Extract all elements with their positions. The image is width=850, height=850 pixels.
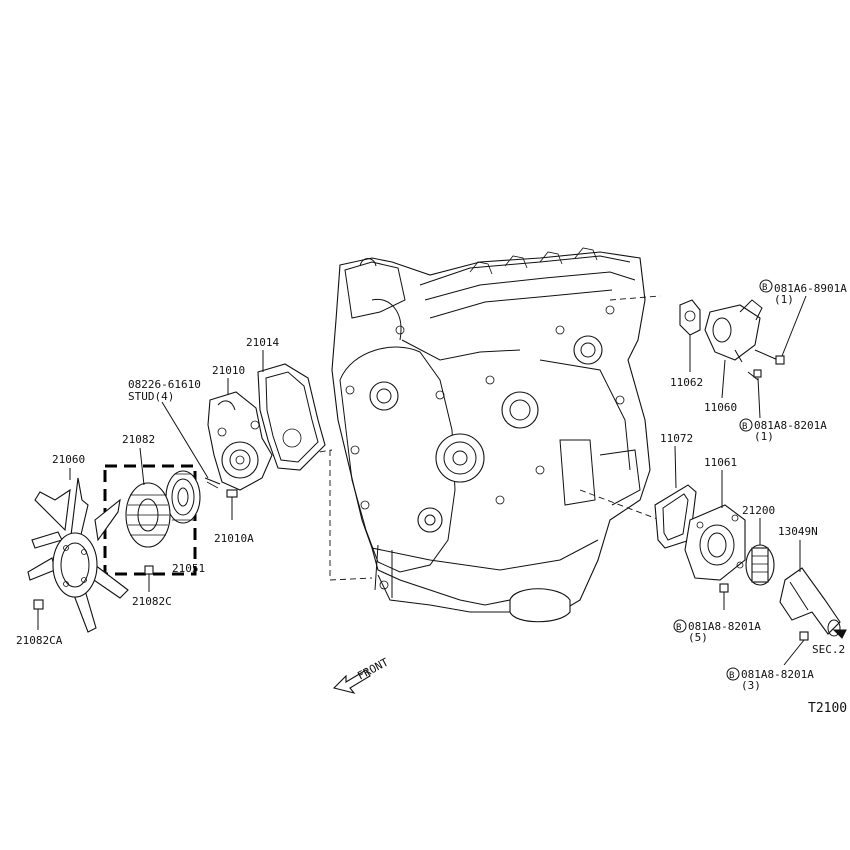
label-bolt-low-part: 081A8-8201A: [688, 620, 761, 633]
b-marker-bottom-letter: B: [729, 671, 734, 681]
b-marker-low: [673, 619, 687, 633]
thermostat-21200: [745, 544, 775, 586]
cooling-fan: [27, 477, 129, 633]
leader-bolt-top: [781, 295, 807, 357]
front-arrow-icon: [332, 669, 371, 694]
label-bolt-top-part: 081A6-8901A: [774, 282, 847, 295]
leader-11072: [674, 445, 677, 489]
label-21014: 21014: [246, 336, 279, 349]
label-bolt-top-qty: (1): [774, 293, 794, 306]
label-11072: 11072: [660, 432, 693, 445]
water-outlet-11060: [704, 299, 763, 363]
label-11061: 11061: [704, 456, 737, 469]
label-21082c: 21082C: [132, 595, 172, 608]
nut-21082c: [144, 565, 154, 575]
label-11060: 11060: [704, 401, 737, 414]
label-13049n: 13049N: [778, 525, 818, 538]
fan-clutch: [125, 482, 171, 548]
leader-bolt-mid: [757, 377, 761, 419]
label-21010: 21010: [212, 364, 245, 377]
label-21060: 21060: [52, 453, 85, 466]
bolt-21010a: [226, 489, 238, 520]
bolt-bottom: [783, 631, 809, 666]
label-stud-qty: STUD(4): [128, 390, 174, 403]
label-sec: SEC.2: [812, 643, 845, 656]
label-bolt-bottom-part: 081A8-8201A: [741, 668, 814, 681]
label-21082ca: 21082CA: [16, 634, 63, 647]
b-marker-mid-letter: B: [742, 422, 747, 432]
water-inlet-13049n: [779, 567, 841, 637]
label-bolt-bottom-qty: (3): [741, 679, 761, 692]
b-marker-low-letter: B: [676, 623, 681, 633]
nut-21082ca: [33, 599, 44, 610]
stud: [204, 477, 221, 489]
leader-11060: [721, 359, 726, 399]
engine-leader-left: [329, 450, 373, 581]
engine-block-illustration: [331, 247, 651, 623]
diagram-reference-code: T2100: [808, 701, 847, 716]
label-21010a: 21010A: [214, 532, 254, 545]
fan-pulley: [165, 470, 201, 524]
b-marker-mid: [739, 418, 753, 432]
label-bolt-mid-part: 081A8-8201A: [754, 419, 827, 432]
bolt-top: [754, 349, 785, 365]
label-bolt-low-qty: (5): [688, 631, 708, 644]
b-marker-top: [759, 279, 773, 293]
water-pump: [207, 391, 273, 491]
leader-stud: [161, 401, 209, 479]
label-21200: 21200: [742, 504, 775, 517]
thermostat-housing-11061: [684, 504, 746, 581]
b-marker-bottom: [726, 667, 740, 681]
label-stud-part: 08226-61610: [128, 378, 201, 391]
label-bolt-mid-qty: (1): [754, 430, 774, 443]
engine-leader-right: [609, 295, 661, 301]
label-21051: 21051: [172, 562, 205, 575]
bolt-mid: [747, 369, 762, 381]
leader-21082: [139, 447, 145, 486]
water-pump-gasket: [257, 363, 326, 471]
label-21082: 21082: [122, 433, 155, 446]
engine-leader-outlet: [579, 489, 661, 521]
label-front: FRONT: [355, 655, 391, 682]
label-11062: 11062: [670, 376, 703, 389]
sec-arrow-icon: [832, 629, 847, 639]
bolt-low: [719, 583, 729, 610]
gasket-11062: [679, 299, 701, 336]
b-marker-top-letter: B: [762, 283, 767, 293]
